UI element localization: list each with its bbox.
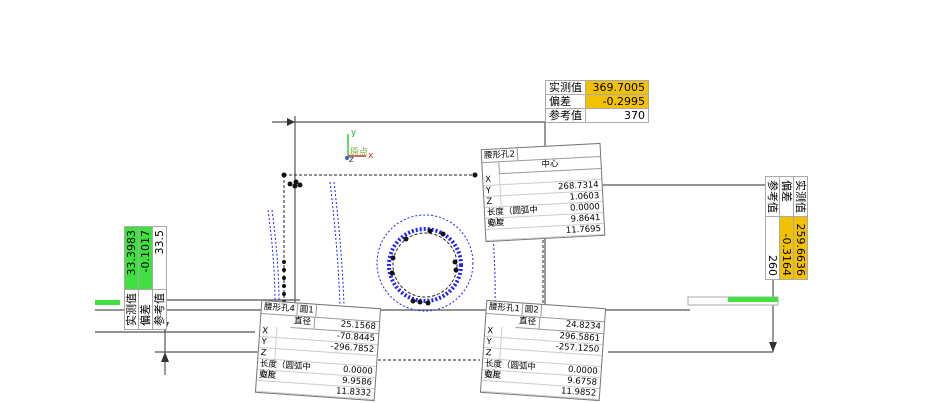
feature-title: 腰形孔1: [486, 300, 524, 316]
label: 实测值: [545, 80, 586, 95]
z-axis-label: z: [349, 155, 354, 165]
measured-value: 259.6636: [793, 216, 808, 280]
x-axis-label: x: [368, 151, 374, 161]
origin-axes-icon: [345, 134, 366, 160]
width-value-2: 11.7695: [565, 224, 602, 236]
left-clipped-label: [95, 300, 120, 305]
dimension-lines: [95, 116, 774, 375]
label: 参考值: [545, 108, 586, 123]
label: 偏差: [138, 289, 153, 330]
feature-title: 腰形孔2: [481, 148, 519, 163]
reference-value: 370: [585, 108, 649, 123]
deviation-value: -0.3164: [779, 216, 794, 280]
scan-points-blue: [267, 181, 496, 312]
label: 实测值: [124, 289, 139, 330]
measured-value: 369.7005: [585, 80, 649, 95]
reference-value: 260: [765, 216, 780, 280]
diameter-label: 直径: [293, 316, 312, 328]
label: 参考值: [765, 176, 780, 217]
measured-value: 33.3983: [124, 226, 139, 290]
circle-title: 圆1: [297, 303, 318, 317]
origin-label: 原点: [350, 148, 369, 158]
label: 实测值: [793, 176, 808, 217]
label: 偏差: [545, 94, 586, 109]
y-axis-label: y: [351, 128, 357, 138]
label: 偏差: [779, 176, 794, 217]
circle-title: 圆2: [522, 303, 543, 317]
deviation-value: -0.1017: [138, 226, 153, 290]
diameter-label: 直径: [518, 316, 537, 328]
label: 参考值: [152, 289, 167, 330]
deviation-value: -0.2995: [585, 94, 649, 109]
feature-title: 腰形孔4: [261, 300, 299, 316]
scan-points-black: [281, 172, 478, 306]
dimension-arrows: [161, 118, 777, 362]
reference-value: 33.5: [152, 226, 167, 290]
